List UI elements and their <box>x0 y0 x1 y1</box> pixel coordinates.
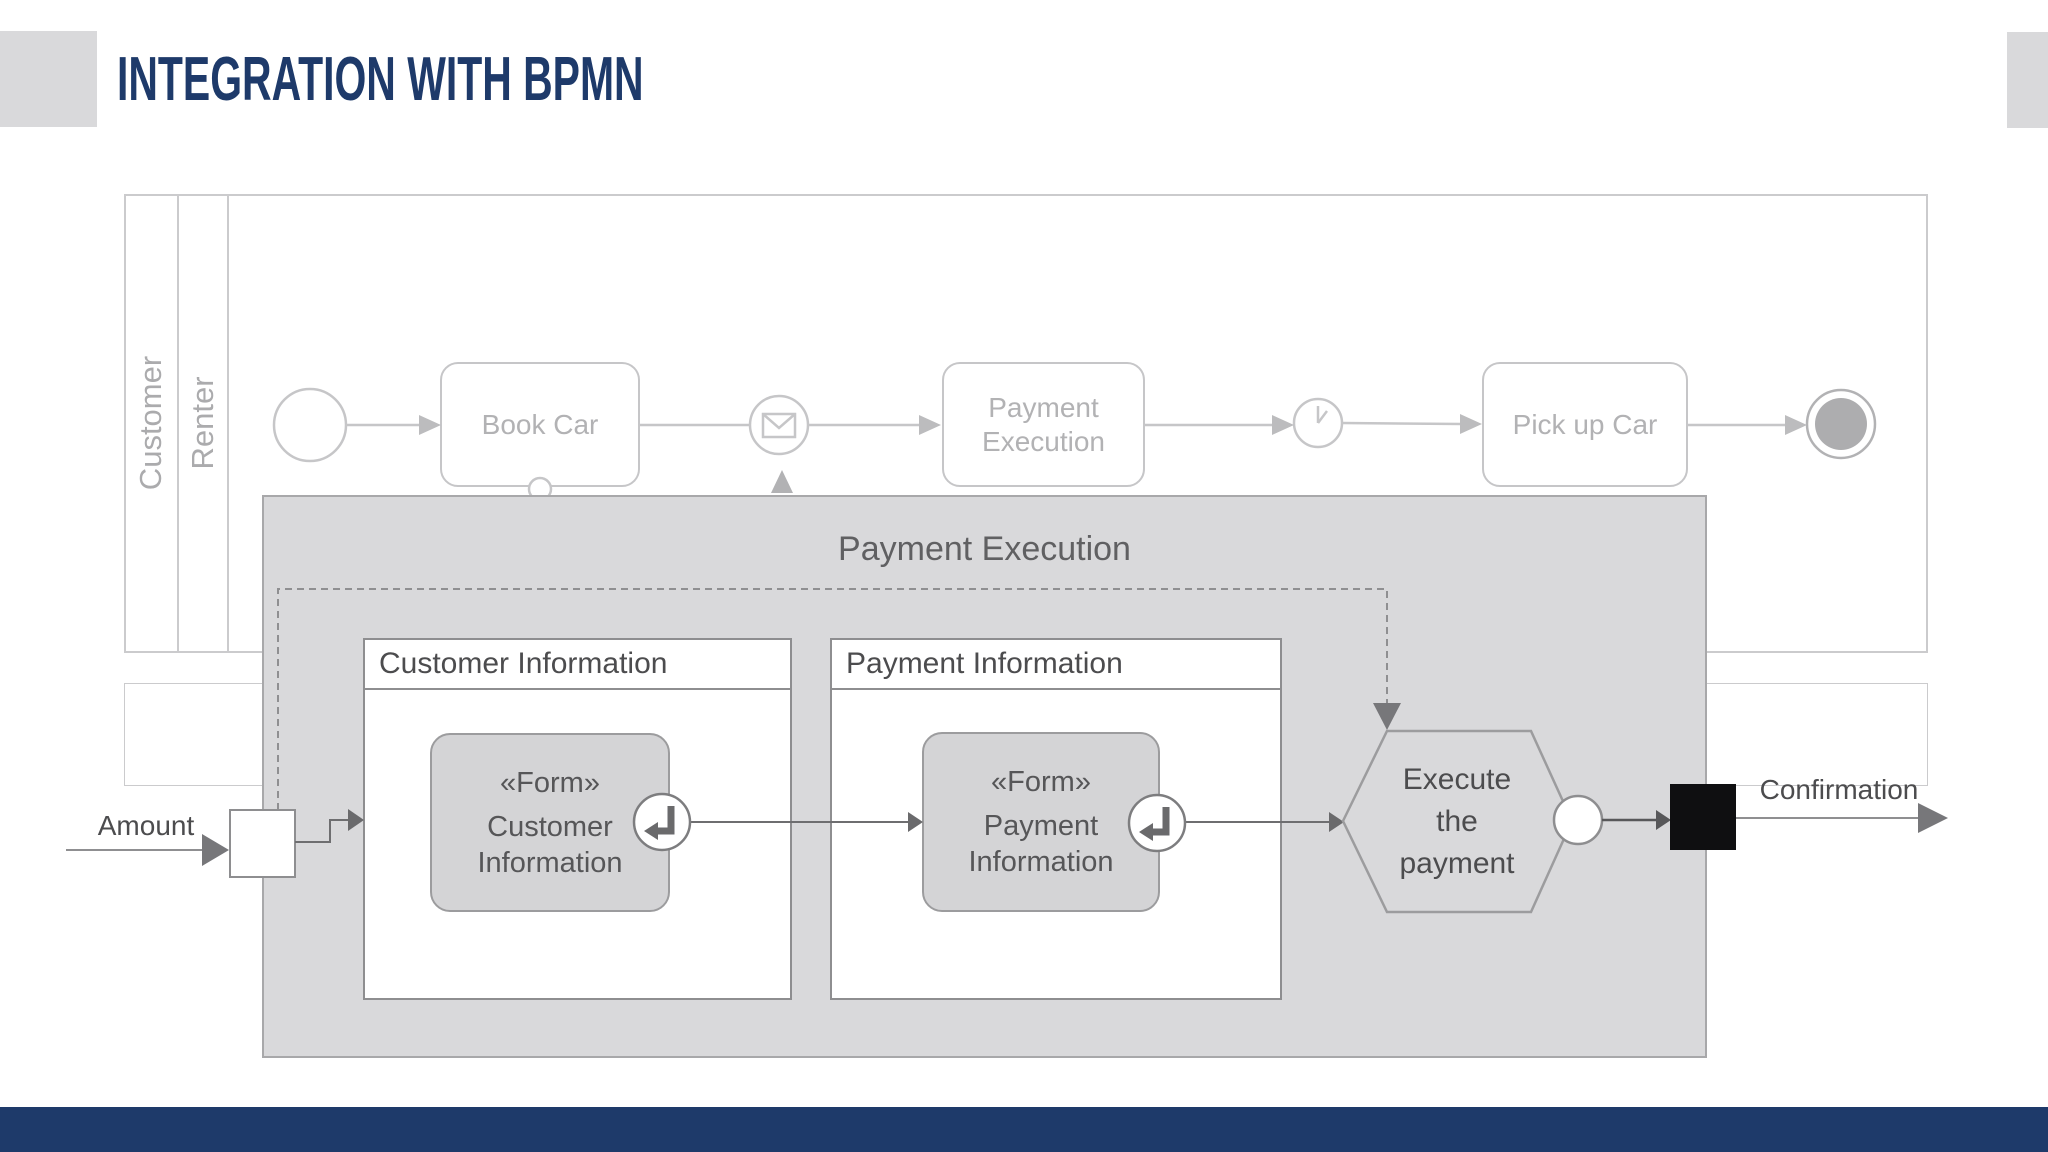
confirmation-label: Confirmation <box>1759 774 1919 805</box>
dashed-association-line <box>277 588 1388 810</box>
task-book-car: Book Car <box>440 362 640 487</box>
flow-payment-gateway-arrowhead-icon <box>1329 812 1344 832</box>
flow-gateway-output-arrowhead-icon <box>1656 810 1671 830</box>
arrowhead-book <box>419 415 441 435</box>
square-to-customer-arrowhead-icon <box>348 809 364 831</box>
arrowhead-up-to-message <box>771 470 793 493</box>
envelope-flap <box>762 413 796 430</box>
dashed-association-arrowhead-icon <box>1373 703 1401 730</box>
form-stereotype: «Form» <box>991 766 1091 798</box>
gateway-label: Execute the payment <box>1399 763 1515 880</box>
customer-form-port <box>632 792 692 852</box>
confirmation-output-square <box>1670 784 1736 850</box>
return-arrow-icon <box>1152 807 1170 836</box>
return-arrowhead-icon <box>644 822 658 840</box>
page-title: INTEGRATION WITH BPMN <box>117 44 644 114</box>
clock-hand-1 <box>1317 410 1328 424</box>
arrowhead-end <box>1785 415 1807 435</box>
top-left-accent-rect <box>0 31 97 127</box>
task-payment-execution: Payment Execution <box>942 362 1145 487</box>
bottom-accent-bar <box>0 1107 2048 1152</box>
payment-form-port-circle <box>1127 793 1187 853</box>
flow-timer-pickup <box>1341 421 1462 426</box>
gateway-output-port-icon <box>1552 794 1604 846</box>
flow-customer-payment-arrowhead-icon <box>908 812 923 832</box>
envelope-icon <box>761 412 797 439</box>
form-name: Customer Information <box>477 810 623 879</box>
arrowhead-timer <box>1272 415 1294 435</box>
confirmation-arrowhead-icon <box>1918 803 1948 833</box>
start-event-icon <box>272 387 348 463</box>
payment-information-container: Payment Information <box>830 638 1282 1000</box>
amount-input-square <box>229 809 296 878</box>
form-stereotype: «Form» <box>500 766 600 799</box>
form-customer-information: «Form» Customer Information <box>430 733 670 912</box>
amount-label: Amount <box>97 810 195 841</box>
arrowhead-payment <box>919 415 941 435</box>
form-payment-information: «Form» Payment Information <box>922 732 1160 912</box>
customer-form-port-circle <box>632 792 692 852</box>
faded-arrowheads <box>419 414 1807 493</box>
payment-information-header: Payment Information <box>832 640 1280 690</box>
amount-arrowhead-icon <box>202 834 229 866</box>
form-name: Payment Information <box>968 810 1114 878</box>
task-pick-up-car: Pick up Car <box>1482 362 1688 487</box>
end-event-fill <box>1815 398 1867 450</box>
return-arrowhead-icon <box>1139 823 1153 841</box>
return-arrow-icon <box>657 806 675 835</box>
lane-divider-customer <box>177 194 179 653</box>
arrowhead-pickup <box>1460 414 1482 434</box>
customer-information-header: Customer Information <box>365 640 790 690</box>
lane-divider-renter <box>227 194 229 653</box>
subprocess-title: Payment Execution <box>838 529 1131 568</box>
top-right-accent-rect <box>2007 32 2048 128</box>
square-to-customer-line <box>295 819 349 843</box>
payment-form-port <box>1127 793 1187 853</box>
